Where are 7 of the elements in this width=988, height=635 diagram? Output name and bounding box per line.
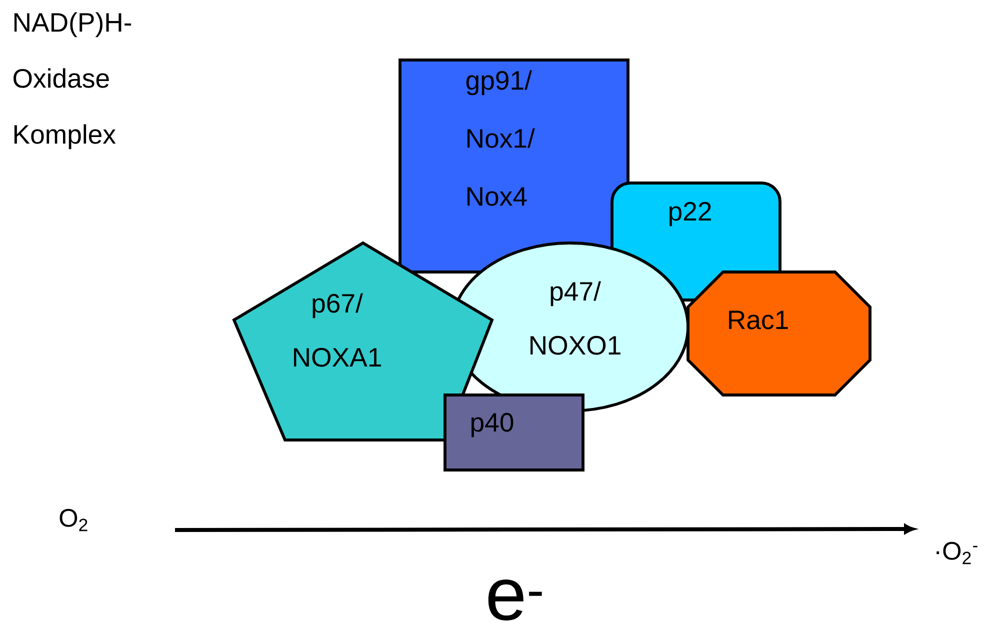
protein-box: p40 (444, 394, 584, 472)
protein-octagon: Rac1 (686, 270, 872, 396)
chemical-label: O$_{2}$ (60, 508, 88, 532)
electron-symbol: e$^{-}$ (488, 580, 542, 620)
chemical-label: ·O$_{2}$- (936, 542, 978, 564)
title-text: NAD(P)H- Oxidase Komplex (14, 12, 132, 150)
protein-box: gp91/ Nox1/ Nox4 (398, 58, 630, 274)
